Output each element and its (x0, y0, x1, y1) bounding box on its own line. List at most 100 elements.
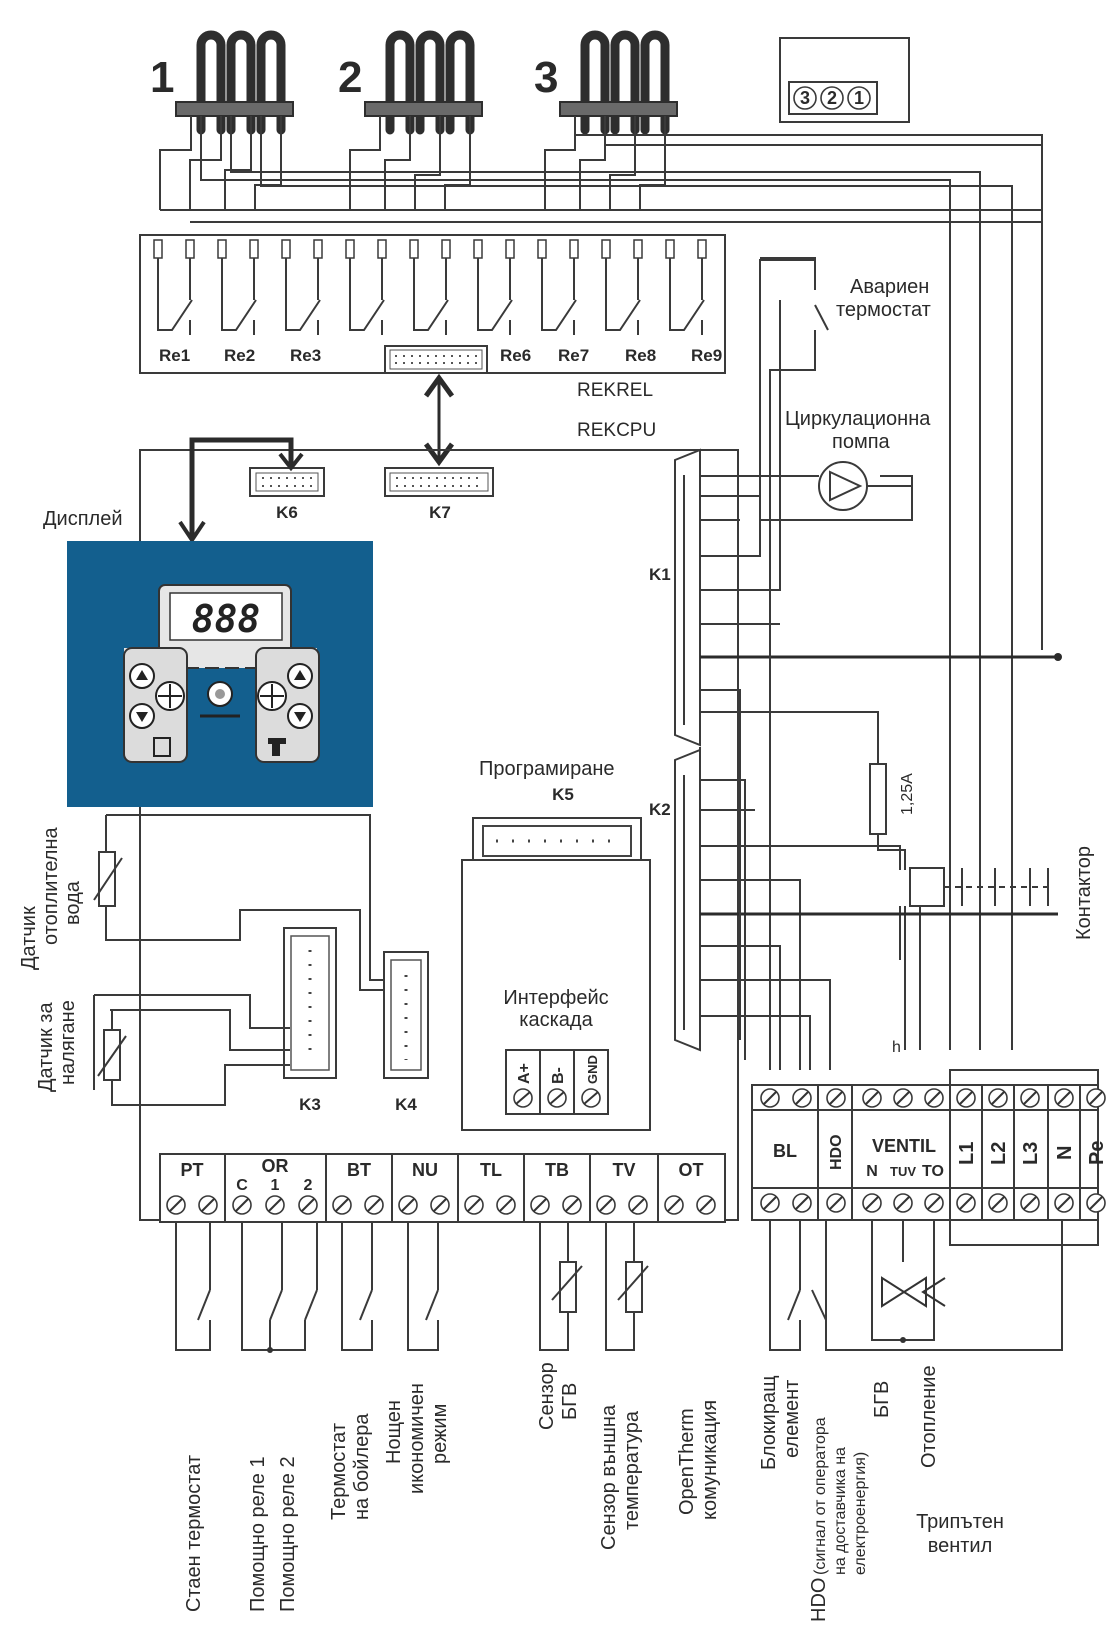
svg-text:3: 3 (800, 88, 810, 108)
svg-text:N: N (866, 1163, 878, 1180)
svg-text:Re9: Re9 (691, 346, 722, 365)
svg-text:GND: GND (585, 1055, 600, 1084)
display-panel: 888 (67, 541, 373, 807)
svg-text:K3: K3 (299, 1095, 321, 1114)
svg-text:K5: K5 (552, 785, 574, 804)
svg-text:2: 2 (304, 1177, 313, 1194)
svg-text:Re2: Re2 (224, 346, 255, 365)
svg-text:електроенергия): електроенергия) (852, 1452, 869, 1575)
svg-text:вентил: вентил (928, 1535, 993, 1557)
svg-text:Помощно реле 2: Помощно реле 2 (277, 1456, 299, 1612)
svg-text:Отопление: Отопление (918, 1365, 940, 1468)
svg-text:BT: BT (347, 1160, 371, 1180)
svg-text:2: 2 (827, 88, 837, 108)
svg-text:N: N (1054, 1146, 1076, 1160)
k3-connector: K3 (283, 927, 337, 1114)
svg-text:Термостат: Термостат (328, 1423, 350, 1520)
heater-2-number: 2 (338, 53, 362, 102)
dhw-sensor-symbol (559, 1261, 577, 1313)
svg-text:L1: L1 (956, 1142, 978, 1165)
svg-text:Re1: Re1 (159, 346, 190, 365)
heater-3: 3 (534, 30, 678, 135)
svg-text:OpenTherm: OpenTherm (676, 1408, 698, 1515)
svg-text:1: 1 (271, 1177, 280, 1194)
svg-text:елемент: елемент (781, 1380, 803, 1458)
circ-pump-1: Циркулационна (785, 408, 931, 430)
programming-label: Програмиране (479, 758, 615, 780)
svg-text:TL: TL (480, 1160, 502, 1180)
svg-text:BL: BL (773, 1141, 797, 1161)
heating-sensor-3: вода (62, 880, 84, 925)
svg-text:Сензор: Сензор (536, 1362, 558, 1430)
three-way-valve-symbol (881, 1276, 946, 1308)
svg-text:L3: L3 (1020, 1142, 1042, 1165)
svg-text:Re8: Re8 (625, 346, 656, 365)
pressure-sensor (97, 1029, 127, 1081)
h-mark: h (892, 1039, 901, 1056)
rekcpu-board (139, 449, 739, 1221)
svg-text:Помощно реле 1: Помощно реле 1 (247, 1456, 269, 1612)
svg-text:Стаен термостат: Стаен термостат (183, 1455, 205, 1612)
circulation-pump-symbol (818, 461, 868, 511)
heater-2: 2 (338, 30, 483, 135)
display-label: Дисплей (43, 508, 123, 530)
circ-pump-2: помпа (832, 431, 891, 453)
svg-text:Сензор външна: Сензор външна (598, 1404, 620, 1550)
svg-text:OT: OT (679, 1160, 704, 1180)
k4-connector: K4 (383, 951, 429, 1114)
heater-1: 1 (150, 30, 294, 135)
heater-order-badge: 3 2 1 (779, 37, 910, 123)
svg-text:HDO: HDO (808, 1578, 830, 1622)
cascade-terminals: A+ B- GND (505, 1049, 609, 1115)
k6-connector: K6 (249, 467, 325, 522)
svg-text:K1: K1 (649, 565, 671, 584)
bottom-labels: Стаен термостат Помощно реле 1 Помощно р… (183, 1362, 1004, 1622)
svg-text:Pe: Pe (1086, 1141, 1108, 1165)
left-terminal-strip: PT OR C 1 2 BT NU TL TB TV OT (159, 1153, 726, 1223)
svg-text:Re7: Re7 (558, 346, 589, 365)
right-terminal-strip: BL HDO VENTIL N TUV TO L1 L2 L3 N Pe (751, 1069, 1108, 1246)
svg-text:K6: K6 (276, 503, 298, 522)
outdoor-sensor-symbol (625, 1261, 643, 1313)
svg-text:TB: TB (545, 1160, 569, 1180)
pressure-sensor-1: Датчик за (35, 1002, 57, 1092)
emergency-thermostat-2: термостат (836, 299, 931, 321)
svg-text:L2: L2 (988, 1142, 1010, 1165)
contactor-label: Контактор (1073, 846, 1095, 940)
svg-text:на доставчика на: на доставчика на (832, 1447, 849, 1575)
svg-text:PT: PT (180, 1160, 203, 1180)
svg-text:K7: K7 (429, 503, 451, 522)
heater-3-number: 3 (534, 53, 558, 102)
svg-text:БГВ: БГВ (871, 1381, 893, 1418)
svg-text:K4: K4 (395, 1095, 417, 1114)
rekrel-label: REKREL (577, 380, 653, 401)
k7-connector: K7 (384, 467, 494, 522)
fuse (869, 763, 887, 835)
svg-text:K2: K2 (649, 800, 671, 819)
cascade-label-2: каскада (519, 1009, 593, 1031)
heater-1-number: 1 (150, 53, 174, 102)
svg-text:TV: TV (612, 1160, 635, 1180)
contactor-coil (909, 867, 945, 907)
k1-connector: K1 (649, 448, 701, 747)
rekcpu-label: REKCPU (577, 420, 656, 441)
fuse-label: 1,25A (899, 773, 916, 815)
emergency-thermostat-1: Авариен (850, 276, 929, 298)
svg-text:БГВ: БГВ (559, 1383, 581, 1420)
cascade-label-1: Интерфейс (503, 987, 608, 1009)
relay-contacts: Re1 Re2 Re3 Re6 Re7 Re8 Re9 (153, 239, 722, 365)
svg-text:OR: OR (262, 1156, 289, 1176)
svg-text:A+: A+ (516, 1063, 533, 1084)
svg-text:Re6: Re6 (500, 346, 531, 365)
heating-sensor-1: Датчик (18, 906, 40, 970)
svg-text:Нощен: Нощен (383, 1400, 405, 1464)
svg-text:TUV: TUV (890, 1164, 916, 1179)
svg-text:NU: NU (412, 1160, 438, 1180)
svg-text:C: C (236, 1177, 248, 1194)
heating-water-sensor (93, 851, 123, 907)
svg-text:Трипътен: Трипътен (916, 1511, 1004, 1533)
display-digits: 888 (192, 597, 261, 641)
svg-text:B-: B- (550, 1067, 567, 1084)
k2-connector: K2 (649, 748, 701, 1052)
